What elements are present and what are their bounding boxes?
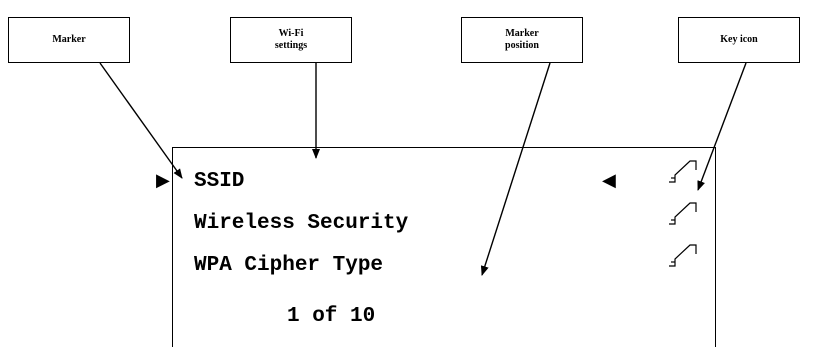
callout-wifi-settings: Wi-Fi settings — [230, 17, 352, 63]
arrow-marker — [99, 62, 183, 179]
menu-item-wireless-security[interactable]: Wireless Security — [194, 212, 409, 235]
callout-key-icon: Key icon — [678, 17, 800, 63]
menu-item-ssid[interactable]: SSID — [194, 170, 245, 193]
page-counter: 1 of 10 — [287, 305, 376, 328]
device-screen — [172, 147, 716, 347]
callout-marker: Marker — [8, 17, 130, 63]
menu-item-wpa-cipher-type[interactable]: WPA Cipher Type — [194, 254, 384, 277]
callout-marker-position: Marker position — [461, 17, 583, 63]
marker-left-arrow-icon: ▶ — [156, 170, 170, 191]
marker-right-arrow-icon: ◀ — [602, 170, 616, 191]
